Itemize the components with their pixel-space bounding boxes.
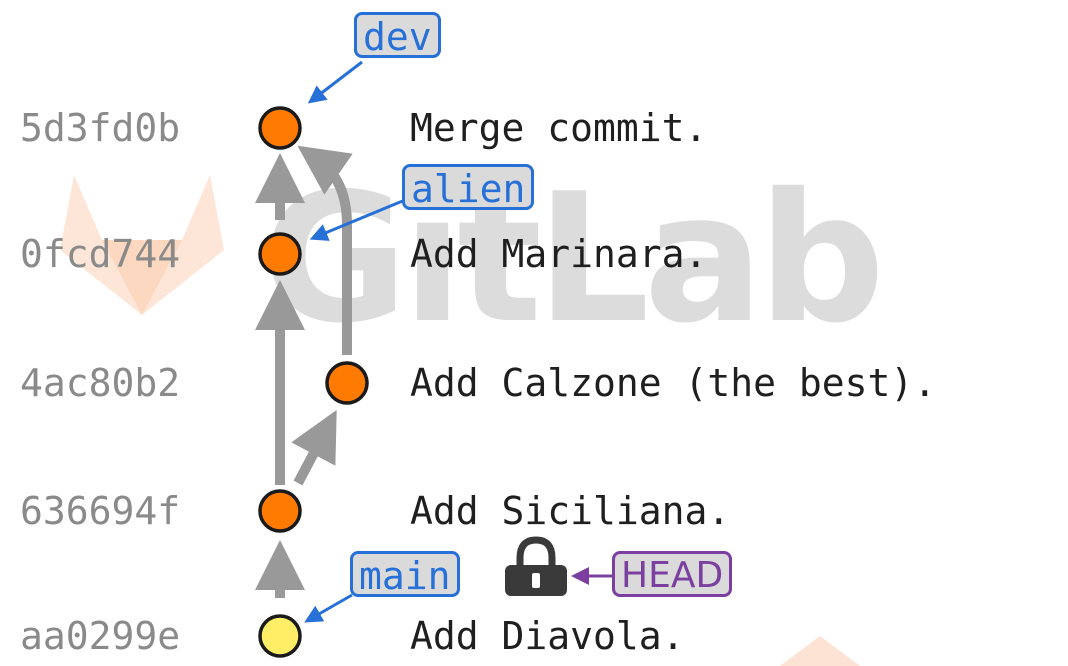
commit-node-636694f[interactable]: [258, 489, 302, 533]
commit-message: Add Calzone (the best).: [410, 361, 937, 405]
commit-hash: 636694f: [20, 489, 181, 533]
commit-hash: 0fcd744: [20, 232, 181, 276]
dev-pointer-arrow: [307, 60, 363, 104]
head-label[interactable]: HEAD: [612, 551, 733, 597]
lock-icon: [505, 536, 567, 596]
commit-node-0fcd744[interactable]: [258, 232, 302, 276]
commit-node-aa0299e[interactable]: [258, 614, 302, 658]
branch-label-alien[interactable]: alien: [402, 164, 535, 211]
commit-message: Add Diavola.: [410, 614, 685, 658]
commit-node-5d3fd0b[interactable]: [258, 106, 302, 150]
edge-636694f-to-4ac80b2: [291, 409, 337, 486]
commit-hash: 5d3fd0b: [20, 106, 181, 150]
main-pointer-arrow: [304, 593, 353, 623]
alien-pointer-arrow: [309, 198, 406, 241]
commit-hash: aa0299e: [20, 614, 181, 658]
branch-label-dev[interactable]: dev: [354, 12, 441, 59]
commit-message: Add Marinara.: [410, 232, 708, 276]
edge-4ac80b2-to-5d3fd0b: [297, 145, 353, 355]
commit-hash: 4ac80b2: [20, 361, 181, 405]
commit-node-4ac80b2[interactable]: [325, 361, 369, 405]
branch-label-main[interactable]: main: [350, 551, 460, 598]
commit-message: Add Siciliana.: [410, 489, 731, 533]
commit-message: Merge commit.: [410, 106, 708, 150]
